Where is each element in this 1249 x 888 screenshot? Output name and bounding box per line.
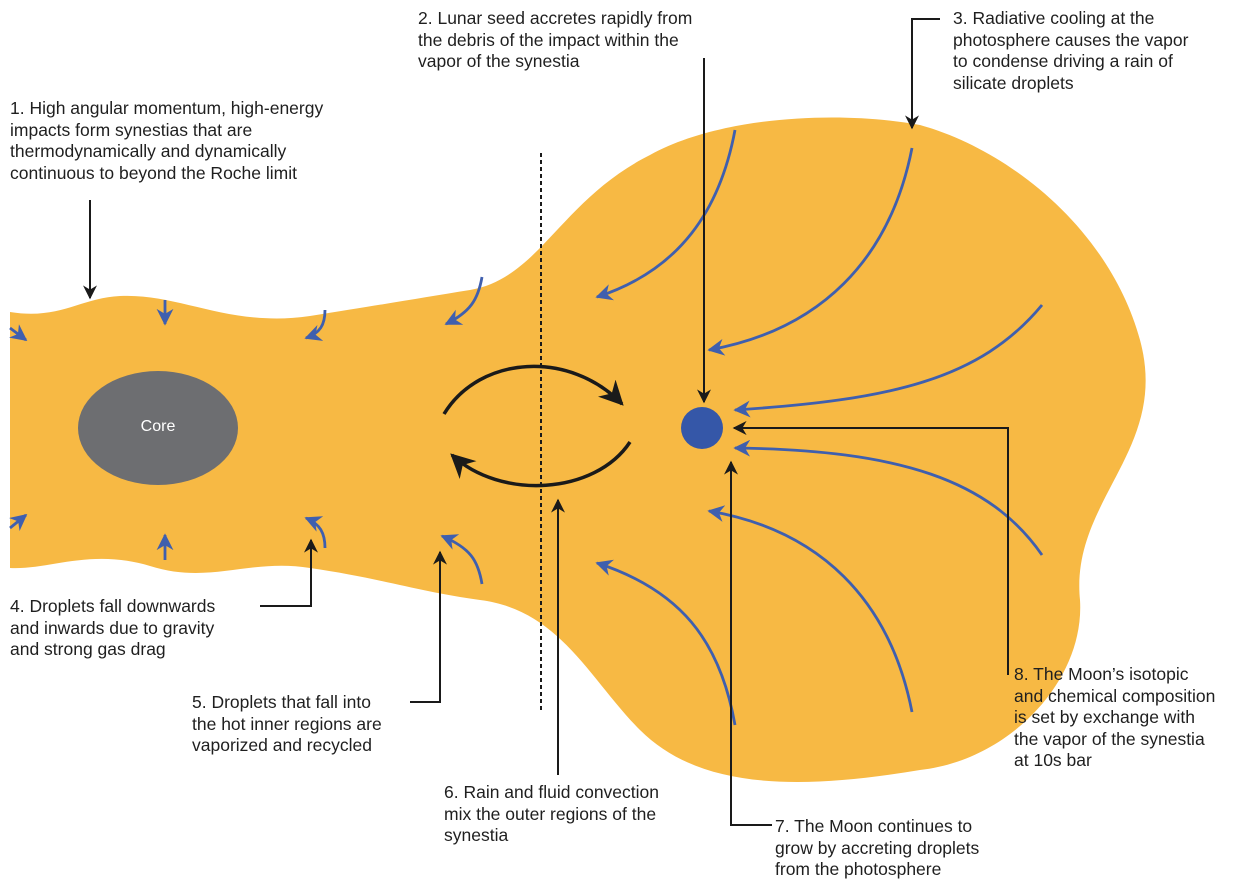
annotation-8: 8. The Moon’s isotopic and chemical comp… bbox=[1014, 664, 1215, 772]
core-label: Core bbox=[128, 418, 188, 436]
annotation-1: 1. High angular momentum, high-energy im… bbox=[10, 98, 323, 184]
annotation-5: 5. Droplets that fall into the hot inner… bbox=[192, 692, 382, 757]
annotation-6: 6. Rain and fluid convection mix the out… bbox=[444, 782, 659, 847]
annotation-4: 4. Droplets fall downwards and inwards d… bbox=[10, 596, 215, 661]
annotation-2: 2. Lunar seed accretes rapidly from the … bbox=[418, 8, 692, 73]
annotation-7: 7. The Moon continues to grow by accreti… bbox=[775, 816, 979, 881]
annotation-3: 3. Radiative cooling at the photosphere … bbox=[953, 8, 1188, 94]
leader-line-3 bbox=[912, 19, 940, 128]
moon bbox=[681, 407, 723, 449]
